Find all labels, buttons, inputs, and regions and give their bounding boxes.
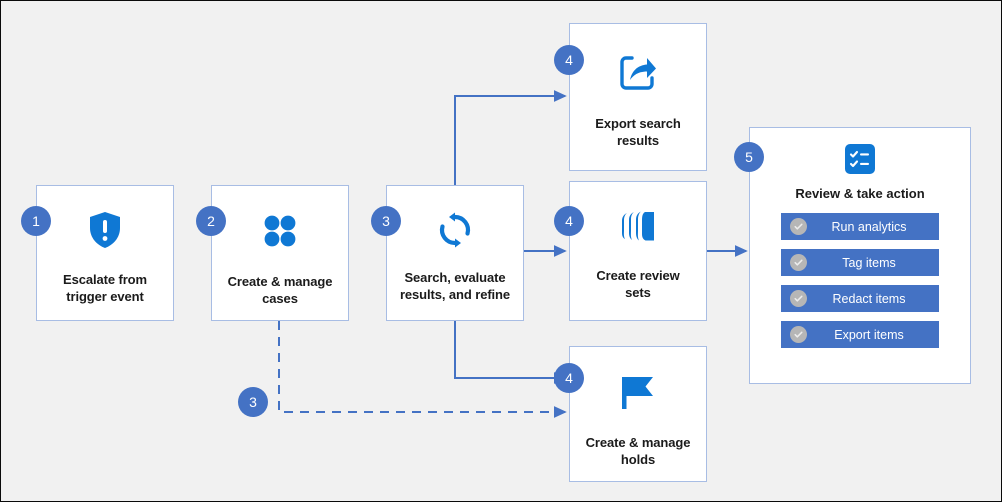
node-holds-label: Create & manage holds bbox=[580, 435, 697, 468]
node-reviewsets-label-line2: sets bbox=[625, 284, 651, 300]
node-export-label-line2: results bbox=[617, 132, 659, 148]
check-circle-icon bbox=[790, 254, 807, 271]
step-badge-3: 3 bbox=[371, 206, 401, 236]
node-create-manage-cases[interactable]: Create & manage cases bbox=[211, 185, 349, 321]
connector-search-to-holds bbox=[454, 321, 567, 384]
node-escalate-label-line2: trigger event bbox=[66, 288, 144, 304]
step-badge-5: 5 bbox=[734, 142, 764, 172]
step-badge-2: 2 bbox=[196, 206, 226, 236]
step-badge-4-holds: 4 bbox=[554, 363, 584, 393]
node-export-label: Export search results bbox=[589, 116, 686, 149]
node-export-label-line1: Export search bbox=[595, 116, 681, 131]
four-dots-icon bbox=[212, 210, 348, 252]
node-holds-label-line2: holds bbox=[620, 451, 656, 467]
node-holds-label-line1: Create & manage bbox=[585, 435, 691, 450]
node-cases-label-line2: cases bbox=[262, 290, 298, 306]
action-button-export-items[interactable]: Export items bbox=[781, 321, 939, 348]
check-circle-icon bbox=[790, 218, 807, 235]
node-reviewsets-label: Create review sets bbox=[590, 268, 685, 301]
node-search-label: Search, evaluate results, and refine bbox=[394, 270, 516, 303]
node-escalate-from-trigger-event[interactable]: Escalate from trigger event bbox=[36, 185, 174, 321]
shield-alert-icon bbox=[37, 208, 173, 252]
checklist-icon bbox=[845, 142, 875, 176]
panel-review-title: Review & take action bbox=[795, 186, 925, 201]
review-action-list: Run analytics Tag items Redact items bbox=[750, 213, 970, 348]
export-share-icon bbox=[570, 50, 706, 94]
flag-icon bbox=[570, 371, 706, 415]
connector-cases-to-holds-dashed bbox=[278, 321, 567, 418]
step-badge-4-review-sets: 4 bbox=[554, 206, 584, 236]
connector-search-to-export bbox=[454, 90, 567, 185]
node-export-search-results[interactable]: Export search results bbox=[569, 23, 707, 171]
node-reviewsets-label-line1: Create review bbox=[596, 268, 680, 283]
action-label-run-analytics: Run analytics bbox=[831, 219, 907, 234]
node-search-label-line1: Search, evaluate bbox=[404, 270, 506, 285]
node-escalate-label-line1: Escalate from bbox=[63, 272, 147, 287]
node-create-manage-holds[interactable]: Create & manage holds bbox=[569, 346, 707, 482]
node-cases-label: Create & manage cases bbox=[222, 274, 339, 307]
step-badge-1: 1 bbox=[21, 206, 51, 236]
action-button-tag-items[interactable]: Tag items bbox=[781, 249, 939, 276]
node-escalate-label: Escalate from trigger event bbox=[57, 272, 153, 305]
check-circle-icon bbox=[790, 326, 807, 343]
action-label-tag-items: Tag items bbox=[842, 255, 896, 270]
action-label-redact-items: Redact items bbox=[832, 291, 906, 306]
node-search-label-line2: results, and refine bbox=[399, 286, 511, 302]
panel-review-take-action[interactable]: Review & take action Run analytics Tag i… bbox=[749, 127, 971, 384]
action-button-run-analytics[interactable]: Run analytics bbox=[781, 213, 939, 240]
step-badge-3-dashed-branch: 3 bbox=[238, 387, 268, 417]
node-cases-label-line1: Create & manage bbox=[227, 274, 333, 289]
layered-cards-icon bbox=[570, 204, 706, 248]
step-badge-4-export: 4 bbox=[554, 45, 584, 75]
action-label-export-items: Export items bbox=[834, 327, 904, 342]
refresh-cycle-icon bbox=[387, 208, 523, 252]
node-create-review-sets[interactable]: Create review sets bbox=[569, 181, 707, 321]
check-circle-icon bbox=[790, 290, 807, 307]
node-search-evaluate-refine[interactable]: Search, evaluate results, and refine bbox=[386, 185, 524, 321]
action-button-redact-items[interactable]: Redact items bbox=[781, 285, 939, 312]
